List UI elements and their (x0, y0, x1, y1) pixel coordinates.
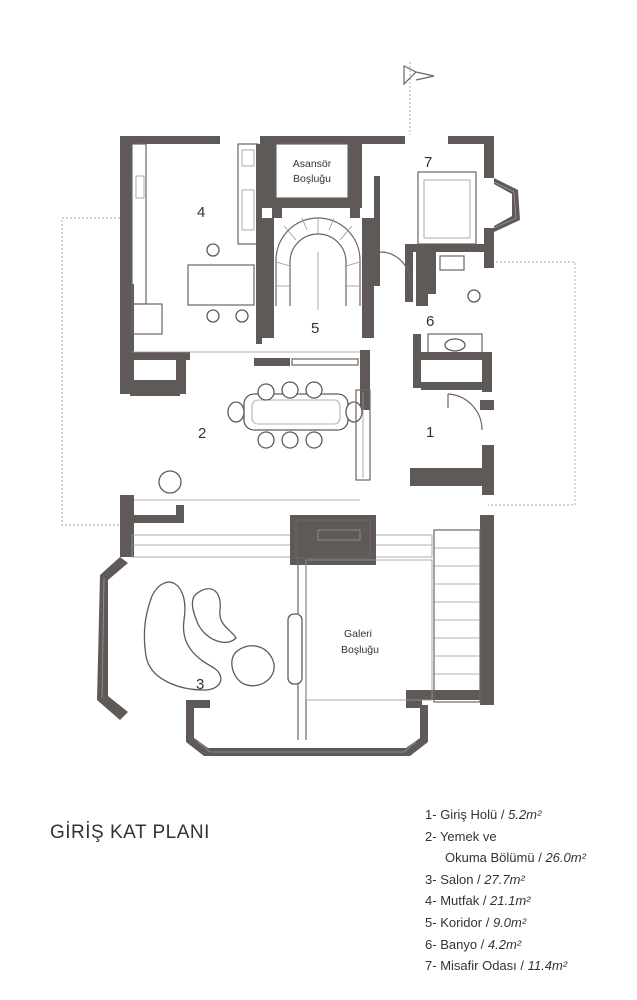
exterior-walls (120, 136, 494, 705)
bay-window-bottom (186, 690, 482, 756)
gallery-label-2: Boşluğu (341, 644, 379, 656)
room-number-3: 3 (196, 676, 204, 693)
floor-plan: 4 5 6 7 2 1 3 Asansör Boşluğu Galeri Boş… (61, 62, 576, 756)
room-number-1: 1 (426, 424, 434, 441)
bay-window-right (493, 178, 520, 232)
legend-item: 5- Koridor / 9.0m² (425, 914, 527, 930)
elevator-label-2: Boşluğu (293, 173, 331, 185)
room-number-2: 2 (198, 425, 206, 442)
room-legend: 1- Giriş Holü / 5.2m² 2- Yemek ve Okuma … (425, 804, 586, 977)
legend-item: 7- Misafir Odası / 11.4m² (425, 958, 568, 974)
room-number-7: 7 (424, 154, 432, 171)
spiral-stair (262, 217, 374, 338)
legend-item: 1- Giriş Holü / 5.2m² (425, 807, 542, 822)
elevator-label-1: Asansör (293, 158, 332, 170)
plan-title: GİRİŞ KAT PLANI (50, 822, 210, 843)
legend-item-continuation: Okuma Bölümü / 26.0m² (445, 850, 586, 866)
north-arrow-icon (403, 62, 435, 135)
room-number-5: 5 (311, 320, 319, 337)
guest-room (374, 171, 489, 302)
kitchen (131, 143, 262, 344)
gallery-void (305, 529, 481, 703)
dining-area (134, 381, 371, 501)
partitions (130, 350, 483, 486)
salon (131, 515, 433, 740)
legend-item: 6- Banyo / 4.2m² (425, 936, 522, 952)
room-number-4: 4 (197, 204, 205, 221)
legend-item: 2- Yemek ve (425, 828, 497, 844)
legend-item: 3- Salon / 27.7m² (425, 871, 525, 887)
gallery-label-1: Galeri (344, 628, 372, 640)
elevator-shaft (262, 143, 362, 218)
projection-outline (61, 217, 576, 526)
bathroom (413, 252, 492, 392)
room-number-6: 6 (426, 313, 434, 330)
legend-item: 4- Mutfak / 21.1m² (425, 893, 531, 909)
bay-window-left (97, 557, 128, 720)
